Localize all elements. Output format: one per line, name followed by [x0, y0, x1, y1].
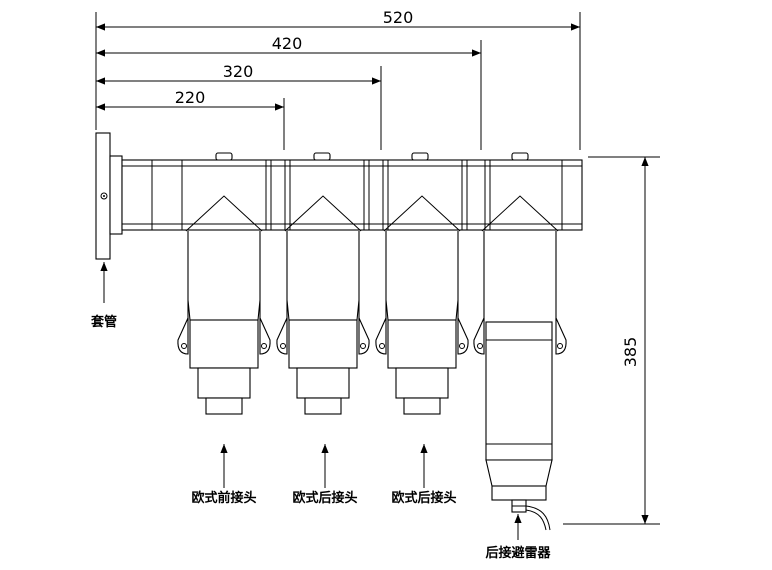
arrester-taper	[485, 459, 553, 487]
label-bushing: 套管	[90, 314, 117, 330]
label-rear-connector-2: 欧式后接头	[391, 490, 456, 506]
ear-hole-icon	[181, 343, 187, 349]
module-ear-right	[358, 317, 370, 355]
ear-hole-icon	[280, 343, 286, 349]
module-sleeve	[483, 231, 557, 320]
connector-modules	[177, 195, 567, 415]
horizontal-dimensions: 520 420 320 220	[95, 8, 581, 150]
module-ear-right	[259, 317, 271, 355]
dim-text-385: 385	[621, 337, 640, 368]
module-shoulder	[286, 299, 360, 321]
module-chevron	[481, 195, 559, 232]
bushing-flange	[95, 132, 123, 260]
module-plug	[395, 367, 449, 399]
ear-hole-icon	[557, 343, 563, 349]
module-plug	[296, 367, 350, 399]
module-chevron	[185, 195, 263, 232]
label-rear-arrester: 后接避雷器	[485, 545, 551, 561]
module-shoulder	[187, 299, 261, 321]
connector-module-3	[375, 195, 469, 415]
dim-text-520: 520	[383, 8, 414, 27]
ear-hole-icon	[261, 343, 267, 349]
module-ear-right	[457, 317, 469, 355]
connector-module-4	[473, 195, 567, 355]
module-plug-end	[403, 397, 441, 415]
dim-text-220: 220	[175, 88, 206, 107]
module-ear-left	[375, 317, 387, 355]
flange-bolt-center	[103, 195, 105, 197]
dim-text-320: 320	[223, 62, 254, 81]
module-ear-left	[276, 317, 288, 355]
arrester-base	[491, 485, 547, 501]
bus-joints	[151, 160, 563, 230]
connector-module-1	[177, 195, 271, 415]
connector-module-2	[276, 195, 370, 415]
module-lower-body	[387, 319, 457, 369]
bus-outer	[121, 159, 583, 231]
module-plug	[197, 367, 251, 399]
arrester-body	[485, 321, 553, 461]
callouts: 套管 欧式前接头 欧式后接头 欧式后接头 后接避雷器	[90, 262, 551, 561]
module-chevron	[284, 195, 362, 232]
ear-hole-icon	[477, 343, 483, 349]
module-shoulder	[385, 299, 459, 321]
ear-hole-icon	[459, 343, 465, 349]
rear-arrester	[485, 321, 553, 531]
module-plug-end	[205, 397, 243, 415]
vertical-dimension: 385	[563, 156, 660, 525]
dim-text-420: 420	[272, 34, 303, 53]
ear-hole-icon	[360, 343, 366, 349]
top-nipples	[215, 152, 529, 161]
module-lower-body	[288, 319, 358, 369]
module-lower-body	[189, 319, 259, 369]
module-plug-end	[304, 397, 342, 415]
module-ear-left	[177, 317, 189, 355]
label-rear-connector-1: 欧式后接头	[292, 490, 357, 506]
bus-body	[121, 152, 583, 231]
flange-bolt-icon	[100, 192, 108, 200]
module-ear-right	[555, 317, 567, 355]
module-chevron	[383, 195, 461, 232]
flange-collar	[109, 155, 123, 235]
arrester-ground-wire	[525, 505, 551, 531]
label-front-connector: 欧式前接头	[191, 490, 256, 506]
ear-hole-icon	[379, 343, 385, 349]
module-ear-left	[473, 317, 485, 355]
